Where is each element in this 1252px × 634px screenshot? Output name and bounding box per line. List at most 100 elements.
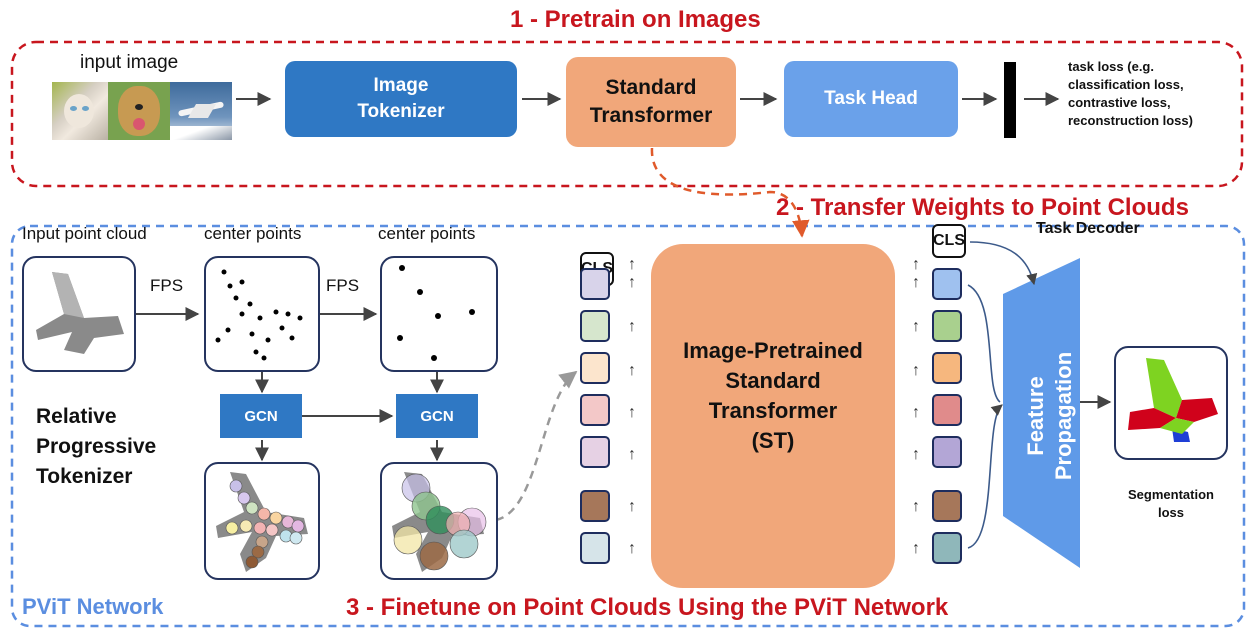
tokenizer-label-line: Progressive bbox=[36, 435, 157, 458]
feature-bar bbox=[1004, 62, 1016, 138]
cls-to-fp-curve bbox=[969, 241, 1038, 286]
input-token bbox=[580, 436, 610, 468]
up-arrow-icon: ↑ bbox=[912, 362, 920, 379]
segmentation-loss-label: Segmentation loss bbox=[1118, 486, 1224, 522]
task-loss-line: task loss (e.g. bbox=[1068, 59, 1154, 74]
up-arrow-icon: ↑ bbox=[912, 540, 920, 557]
dog-image bbox=[108, 82, 170, 140]
up-arrow-icon: ↑ bbox=[912, 446, 920, 463]
output-token bbox=[932, 490, 962, 522]
tokens-to-fp-curve1 bbox=[967, 284, 1001, 403]
up-arrow-icon: ↑ bbox=[912, 256, 920, 273]
st-box bbox=[651, 244, 895, 588]
up-arrow-icon: ↑ bbox=[628, 318, 636, 335]
input-images bbox=[52, 82, 232, 140]
output-token bbox=[932, 436, 962, 468]
clusters-1-drawing bbox=[216, 472, 308, 572]
heading-network: PViT Network bbox=[22, 594, 164, 619]
input-cloud-label: Input point cloud bbox=[22, 224, 147, 243]
airplane-wing bbox=[187, 104, 217, 118]
segmented-airplane bbox=[1128, 358, 1218, 442]
airplane-image bbox=[170, 82, 232, 140]
task-loss-line: classification loss, bbox=[1068, 77, 1184, 92]
fps2-label: FPS bbox=[326, 276, 360, 295]
transfer-weights-arrow bbox=[650, 147, 810, 238]
tokenizer-label-line: Tokenizer bbox=[36, 465, 133, 488]
input-token bbox=[580, 310, 610, 342]
clusters-1 bbox=[204, 462, 320, 580]
stage3-border bbox=[10, 224, 1246, 628]
input-token bbox=[580, 352, 610, 384]
up-arrow-icon: ↑ bbox=[628, 540, 636, 557]
standard-transformer-label: Standard Transformer bbox=[589, 76, 713, 127]
gcn-label-1: GCN bbox=[244, 407, 278, 425]
st-label-line: (ST) bbox=[751, 428, 795, 453]
input-token bbox=[580, 490, 610, 522]
mountains bbox=[170, 126, 232, 140]
task-head-box: Task Head bbox=[784, 61, 958, 137]
cat-image bbox=[52, 82, 108, 140]
feature-propagation-label: Feature Propagation bbox=[1022, 346, 1082, 486]
task-loss-line: contrastive loss, bbox=[1068, 95, 1171, 110]
output-token bbox=[932, 394, 962, 426]
dog-nose bbox=[135, 104, 143, 110]
up-arrow-icon: ↑ bbox=[628, 274, 636, 291]
seg-loss-line: loss bbox=[1157, 505, 1184, 520]
task-loss-line: reconstruction loss) bbox=[1068, 113, 1193, 128]
center-dots-2 bbox=[397, 265, 475, 361]
fps1-label: FPS bbox=[150, 276, 184, 295]
st-label: Image-Pretrained Standard Transformer (S… bbox=[651, 336, 895, 456]
input-image-label: input image bbox=[80, 52, 179, 73]
up-arrow-icon: ↑ bbox=[628, 498, 636, 515]
up-arrow-icon: ↑ bbox=[628, 362, 636, 379]
center-points-1 bbox=[204, 256, 320, 372]
image-tokenizer-label: Image Tokenizer bbox=[357, 75, 445, 122]
input-token bbox=[580, 268, 610, 300]
up-arrow-icon: ↑ bbox=[628, 404, 636, 421]
standard-transformer-box: Standard Transformer bbox=[566, 57, 736, 147]
cat-face bbox=[64, 94, 94, 128]
heading-stage2: 2 - Transfer Weights to Point Clouds bbox=[776, 194, 1189, 221]
center-dots-1 bbox=[215, 269, 303, 361]
stage1-border bbox=[10, 40, 1244, 188]
feature-propagation-trapezoid bbox=[1003, 258, 1080, 568]
heading-stage3: 3 - Finetune on Point Clouds Using the P… bbox=[346, 594, 949, 621]
up-arrow-icon: ↑ bbox=[912, 318, 920, 335]
segmentation-output bbox=[1114, 346, 1228, 460]
output-token bbox=[932, 310, 962, 342]
cat-eye bbox=[70, 106, 77, 111]
input-token bbox=[580, 394, 610, 426]
clusters-2 bbox=[380, 462, 498, 580]
clusters-2-drawing bbox=[392, 472, 487, 572]
task-head-label: Task Head bbox=[824, 88, 918, 109]
feature-propagation-line: Propagation bbox=[1051, 351, 1076, 481]
feature-propagation-line: Feature bbox=[1023, 376, 1048, 456]
up-arrow-icon: ↑ bbox=[912, 498, 920, 515]
output-token bbox=[932, 268, 962, 300]
gcn-box-1: GCN bbox=[220, 394, 302, 438]
tokens-to-fp-curve2 bbox=[967, 404, 1003, 549]
st-label-line: Standard bbox=[725, 368, 821, 393]
center1-label: center points bbox=[204, 224, 302, 243]
up-arrow-icon: ↑ bbox=[912, 274, 920, 291]
image-tokenizer-box: Image Tokenizer bbox=[285, 61, 517, 137]
task-decoder-label: Task Decoder bbox=[1036, 220, 1140, 237]
point-cloud-airplane bbox=[36, 272, 124, 354]
center-points-2 bbox=[380, 256, 498, 372]
seg-loss-line: Segmentation bbox=[1128, 487, 1214, 502]
st-label-line: Image-Pretrained bbox=[683, 338, 863, 363]
gcn-label-2: GCN bbox=[420, 407, 454, 425]
cls-token-right: CLS bbox=[932, 224, 966, 258]
up-arrow-icon: ↑ bbox=[628, 446, 636, 463]
gcn-box-2: GCN bbox=[396, 394, 478, 438]
input-point-cloud bbox=[22, 256, 136, 372]
st-label-line: Transformer bbox=[708, 398, 838, 423]
tokenizer-label: Relative Progressive Tokenizer bbox=[36, 402, 156, 492]
heading-stage1: 1 - Pretrain on Images bbox=[510, 6, 761, 33]
output-token bbox=[932, 352, 962, 384]
output-token bbox=[932, 532, 962, 564]
tokens-curve bbox=[495, 370, 578, 522]
input-token bbox=[580, 532, 610, 564]
task-loss-text: task loss (e.g. classification loss, con… bbox=[1068, 58, 1193, 130]
